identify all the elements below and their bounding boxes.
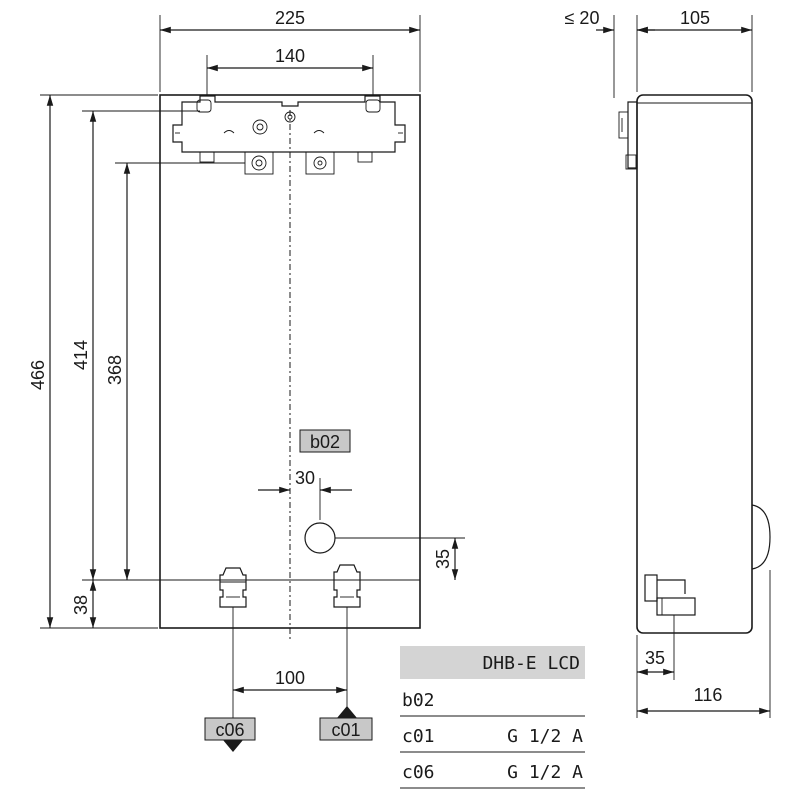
dim-height-38-label: 38 (71, 595, 91, 615)
dim-connection-35-label: 35 (645, 648, 665, 668)
connection-c06 (219, 567, 247, 608)
side-button (751, 504, 771, 570)
dim-height-38: 38 (71, 580, 97, 628)
dim-height-414-label: 414 (71, 340, 91, 370)
dim-depth-105: 105 (637, 8, 752, 34)
table-row-b02-code: b02 (402, 690, 435, 711)
table-row-c01-code: c01 (402, 726, 435, 747)
dim-width-225: 225 (160, 8, 420, 34)
dim-wall-gap-label: ≤ 20 (565, 8, 600, 28)
table-row-c06-value: G 1/2 A (507, 762, 583, 783)
dim-height-466: 466 (28, 95, 54, 628)
dim-height-35: 35 (433, 538, 459, 580)
b02-opening (304, 522, 336, 554)
dim-offset-30-label: 30 (295, 468, 315, 488)
dim-height-368: 368 (105, 163, 131, 580)
dim-height-466-label: 466 (28, 360, 48, 390)
dim-offset-30: 30 (258, 468, 352, 494)
c06-outlet-arrow (223, 740, 243, 752)
dim-width-140: 140 (207, 46, 373, 72)
side-view: ≤ 20 105 35 116 (565, 8, 771, 718)
dim-depth-116: 116 (637, 685, 770, 715)
side-wall-bracket (618, 101, 638, 170)
connection-c01 (333, 564, 361, 608)
connection-table: DHB-E LCD b02 c01 G 1/2 A c06 G 1/2 A (400, 646, 585, 789)
table-header: DHB-E LCD (482, 653, 580, 674)
dim-spacing-100-label: 100 (275, 668, 305, 688)
tag-c06: c06 (204, 717, 256, 752)
table-row-c01-value: G 1/2 A (507, 726, 583, 747)
side-housing-outline (636, 94, 753, 634)
dim-depth-116-label: 116 (694, 685, 723, 705)
dim-depth-105-label: 105 (680, 8, 710, 28)
dim-height-414: 414 (71, 111, 97, 580)
dim-spacing-100: 100 (233, 668, 347, 694)
tag-b02: b02 (299, 429, 351, 453)
mounting-bracket (172, 95, 406, 175)
tag-c01-label: c01 (331, 720, 360, 740)
c01-inlet-arrow (337, 706, 357, 718)
side-bottom-connection (644, 574, 696, 616)
dim-width-225-label: 225 (275, 8, 305, 28)
dim-height-368-label: 368 (105, 355, 125, 385)
table-header-bar (400, 646, 585, 679)
tag-c06-label: c06 (215, 720, 244, 740)
dim-connection-35: 35 (637, 648, 674, 676)
dim-width-140-label: 140 (275, 46, 305, 66)
dim-wall-gap: ≤ 20 (565, 8, 655, 34)
tag-c01: c01 (319, 706, 373, 741)
front-view: 225 140 466 414 368 38 30 (28, 8, 465, 752)
dim-height-35-label: 35 (433, 549, 453, 569)
table-row-c06-code: c06 (402, 762, 435, 783)
tag-b02-label: b02 (310, 432, 340, 452)
